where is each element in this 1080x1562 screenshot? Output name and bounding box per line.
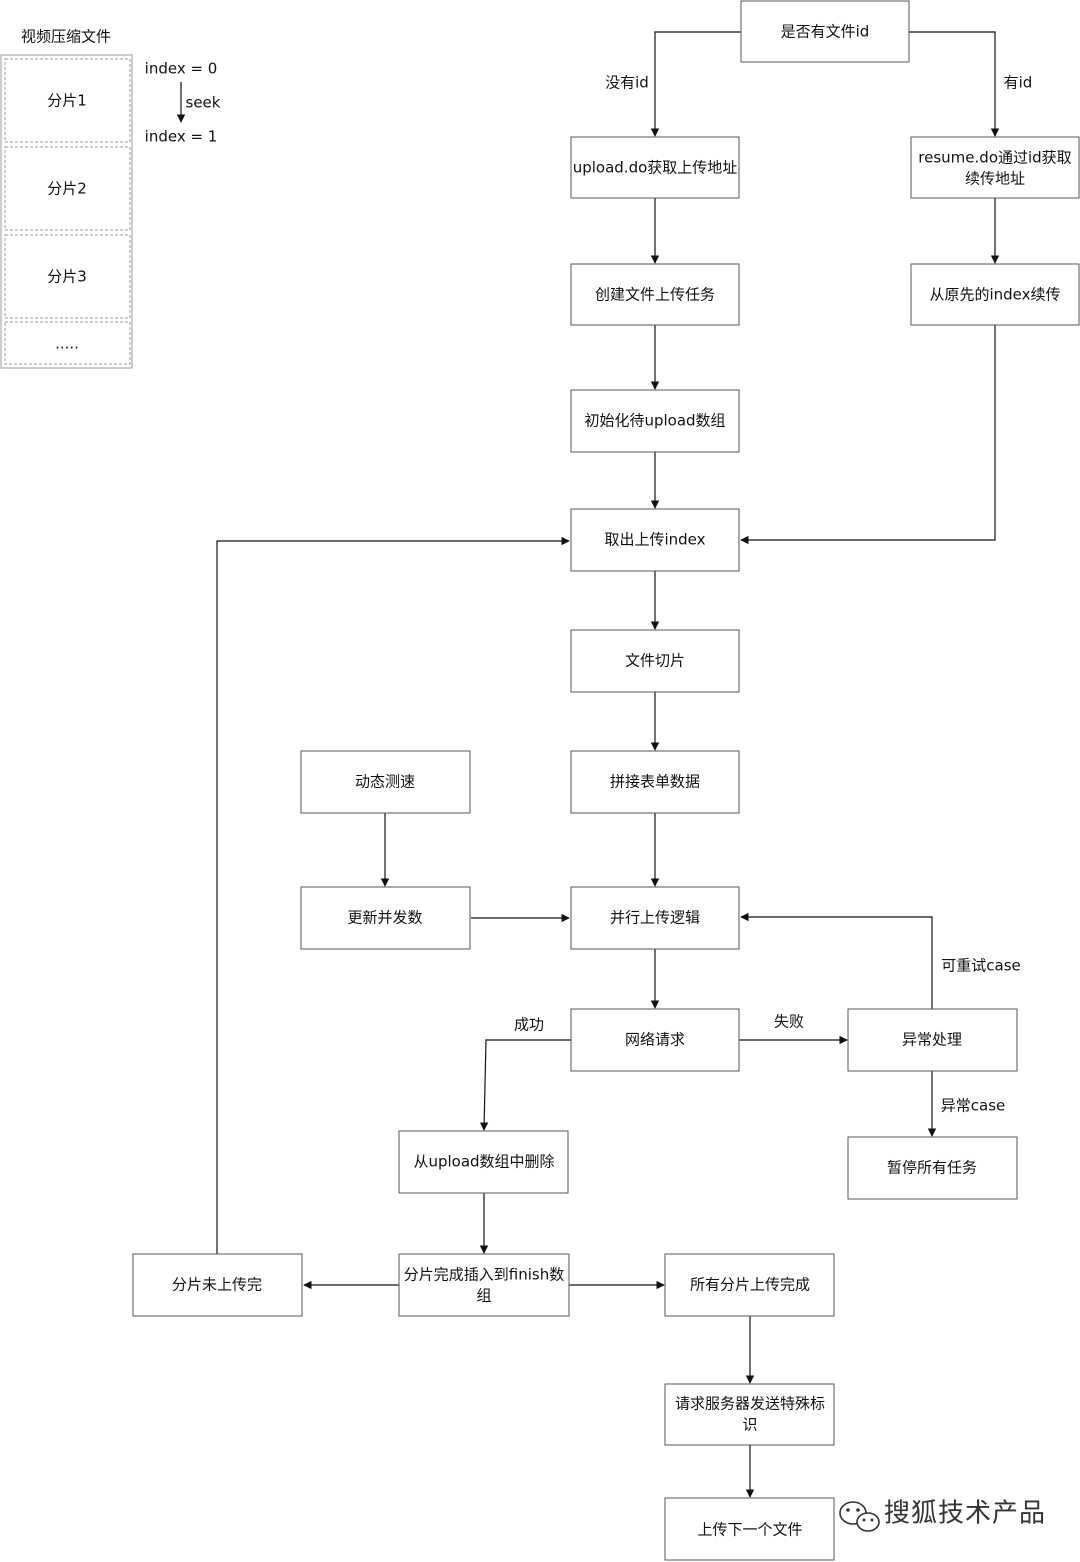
node-update-concurrency-label: 更新并发数	[347, 909, 422, 927]
watermark-text: 搜狐技术产品	[884, 1499, 1046, 1529]
node-remove-from-array: 从upload数组中删除	[398, 1130, 569, 1194]
node-remove-from-array-label: 从upload数组中删除	[413, 1153, 554, 1171]
label-no-id: 没有id	[605, 74, 649, 92]
segment-2	[4, 146, 131, 231]
node-notify-server-label-1: 请求服务器发送特殊标	[675, 1395, 825, 1413]
node-create-task: 创建文件上传任务	[570, 263, 740, 326]
node-all-done-label: 所有分片上传完成	[690, 1276, 810, 1294]
node-chunk-done-label-1: 分片完成插入到finish数	[404, 1266, 564, 1284]
edge-request-to-remove	[479, 1039, 571, 1131]
node-chunk-done: 分片完成插入到finish数 组	[398, 1253, 570, 1317]
node-next-file-label: 上传下一个文件	[697, 1521, 802, 1539]
watermark: 搜狐技术产品	[839, 1499, 1046, 1532]
node-file-slice-label: 文件切片	[625, 652, 685, 670]
node-has-file-id-label: 是否有文件id	[781, 23, 870, 41]
nodes: 是否有文件id upload.do获取上传地址 resume.do通过id获取 …	[132, 0, 1080, 1561]
node-resume-do: resume.do通过id获取 续传地址	[910, 136, 1080, 199]
node-chunk-done-label-2: 组	[476, 1287, 491, 1305]
node-all-done: 所有分片上传完成	[664, 1253, 835, 1317]
node-resume-do-label-1: resume.do通过id获取	[918, 149, 1071, 167]
node-fetch-index: 取出上传index	[570, 508, 740, 572]
segment-1-label: 分片1	[47, 92, 87, 110]
node-resume-do-label-2: 续传地址	[965, 170, 1025, 188]
node-network-request-label: 网络请求	[625, 1031, 685, 1049]
edge-labels: 没有id 有id 可重试case 成功 失败 异常case	[514, 74, 1032, 1115]
node-exception-handling-label: 异常处理	[902, 1031, 962, 1049]
label-error-case: 异常case	[941, 1097, 1005, 1115]
seek-label: seek	[186, 94, 221, 112]
node-pause-all-label: 暂停所有任务	[887, 1159, 977, 1177]
node-init-array-label: 初始化待upload数组	[584, 412, 725, 430]
node-network-request: 网络请求	[570, 1008, 740, 1072]
node-has-file-id: 是否有文件id	[740, 0, 910, 63]
node-resume-index-label: 从原先的index续传	[929, 286, 1060, 304]
node-parallel-upload: 并行上传逻辑	[570, 886, 740, 950]
segment-3-label: 分片3	[47, 268, 87, 286]
node-notify-server-label-2: 识	[742, 1416, 757, 1434]
node-chunk-not-done-label: 分片未上传完	[172, 1276, 262, 1294]
node-fetch-index-label: 取出上传index	[604, 531, 705, 549]
index-next-label: index = 1	[145, 128, 218, 146]
wechat-icon	[839, 1501, 880, 1532]
node-chunk-not-done: 分片未上传完	[132, 1253, 303, 1317]
node-speed-test: 动态测速	[300, 750, 471, 814]
edges	[216, 31, 1000, 1498]
node-next-file: 上传下一个文件	[664, 1497, 835, 1561]
edge-no-id	[650, 31, 741, 137]
file-segments-panel: 视频压缩文件 分片1 分片2 分片3 ..... index = 0 seek …	[0, 28, 221, 369]
label-success: 成功	[514, 1016, 544, 1034]
node-upload-do: upload.do获取上传地址	[570, 136, 740, 199]
node-parallel-upload-label: 并行上传逻辑	[610, 909, 700, 927]
node-speed-test-label: 动态测速	[355, 773, 415, 791]
segment-3	[4, 234, 131, 319]
node-init-array: 初始化待upload数组	[570, 389, 740, 453]
edge-resume-to-fetch	[740, 325, 996, 545]
edge-retry-to-parallel	[740, 912, 933, 1009]
node-create-task-label: 创建文件上传任务	[595, 286, 715, 304]
node-update-concurrency: 更新并发数	[300, 886, 471, 950]
label-failure: 失败	[774, 1013, 804, 1031]
edge-has-id	[909, 31, 1000, 137]
node-exception-handling: 异常处理	[847, 1008, 1018, 1072]
node-file-slice: 文件切片	[570, 629, 740, 693]
node-form-data: 拼接表单数据	[570, 750, 740, 814]
segment-1	[4, 58, 131, 143]
label-retryable: 可重试case	[941, 957, 1020, 975]
node-notify-server: 请求服务器发送特殊标 识	[664, 1383, 835, 1446]
segment-more-label: .....	[55, 335, 79, 353]
node-pause-all: 暂停所有任务	[847, 1136, 1018, 1200]
edge-not-done-to-fetch	[216, 536, 570, 1254]
segment-2-label: 分片2	[47, 180, 87, 198]
index-start-label: index = 0	[145, 60, 218, 78]
node-form-data-label: 拼接表单数据	[610, 773, 700, 791]
label-has-id: 有id	[1004, 74, 1033, 92]
panel-title: 视频压缩文件	[21, 28, 111, 46]
node-resume-index: 从原先的index续传	[910, 263, 1080, 326]
node-upload-do-label: upload.do获取上传地址	[573, 159, 738, 177]
segment-more	[4, 321, 131, 365]
